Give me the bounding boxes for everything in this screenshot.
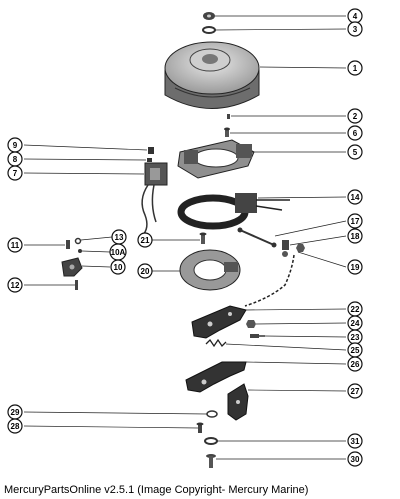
callout-number: 31 — [351, 437, 360, 446]
callout-31: 31 — [347, 433, 363, 449]
ball-joint-part — [282, 240, 289, 257]
callout-number: 6 — [353, 129, 358, 138]
key-part — [227, 114, 230, 119]
callout-number: 7 — [13, 169, 18, 178]
screw-part — [224, 127, 230, 137]
callout-5: 5 — [347, 144, 363, 160]
washer-part — [202, 26, 216, 34]
screw-part — [66, 240, 70, 249]
linkage-dashed-line — [244, 254, 295, 307]
callout-number: 18 — [351, 232, 360, 241]
callout-20: 20 — [137, 263, 153, 279]
callout-number: 4 — [353, 12, 358, 21]
retainer-plate-part — [179, 249, 241, 291]
callout-22: 22 — [347, 301, 363, 317]
callout-number: 5 — [353, 148, 358, 157]
callout-26: 26 — [347, 356, 363, 372]
leader-lines — [23, 15, 347, 460]
screw-part — [199, 232, 207, 244]
screw-part — [206, 454, 216, 468]
screw-part — [250, 334, 265, 338]
callout-10a: 10A — [109, 243, 127, 261]
callout-number: 30 — [351, 455, 360, 464]
callout-24: 24 — [347, 315, 363, 331]
image-caption: MercuryPartsOnline v2.5.1 (Image Copyrig… — [4, 484, 309, 496]
ignition-coil-part — [141, 162, 168, 237]
callout-8: 8 — [7, 151, 23, 167]
nut-part — [296, 244, 305, 252]
callout-number: 17 — [351, 217, 360, 226]
callout-number: 3 — [353, 25, 358, 34]
bracket-part — [227, 383, 249, 421]
callout-number: 23 — [351, 333, 360, 342]
callout-number: 14 — [351, 193, 360, 202]
callout-25: 25 — [347, 342, 363, 358]
callout-23: 23 — [347, 329, 363, 345]
callout-number: 29 — [11, 408, 20, 417]
callout-number: 11 — [11, 241, 20, 250]
throttle-cam-part — [191, 305, 247, 339]
callout-number: 1 — [353, 64, 358, 73]
spring-part — [205, 338, 227, 348]
callout-27: 27 — [347, 383, 363, 399]
throttle-lever-part — [185, 361, 247, 393]
callout-30: 30 — [347, 451, 363, 467]
stator-plate-part — [177, 139, 255, 179]
callout-number: 28 — [11, 422, 20, 431]
spacer-part — [78, 249, 82, 253]
washer-part — [74, 237, 82, 245]
callout-number: 22 — [351, 305, 360, 314]
callout-number: 9 — [13, 141, 18, 150]
callout-number: 12 — [11, 281, 20, 290]
callout-number: 10 — [114, 263, 123, 272]
callout-17: 17 — [347, 213, 363, 229]
callout-number: 24 — [351, 319, 360, 328]
callout-9: 9 — [7, 137, 23, 153]
callout-11: 11 — [7, 237, 23, 253]
callout-6: 6 — [347, 125, 363, 141]
callout-number: 2 — [353, 112, 358, 121]
bracket-part — [61, 257, 83, 277]
callout-18: 18 — [347, 228, 363, 244]
callout-4: 4 — [347, 8, 363, 24]
washer-part — [204, 437, 218, 445]
flywheel-part — [164, 41, 260, 109]
callout-number: 27 — [351, 387, 360, 396]
callout-12: 12 — [7, 277, 23, 293]
callout-number: 25 — [351, 346, 360, 355]
callout-number: 26 — [351, 360, 360, 369]
callout-number: 13 — [115, 233, 124, 242]
callout-number: 8 — [13, 155, 18, 164]
callout-7: 7 — [7, 165, 23, 181]
callout-number: 21 — [141, 236, 150, 245]
callout-19: 19 — [347, 259, 363, 275]
callout-13: 13 — [111, 229, 127, 245]
nut-part — [203, 12, 215, 20]
link-rod-part — [237, 227, 277, 248]
trigger-assembly-part — [177, 193, 290, 230]
callout-number: 19 — [351, 263, 360, 272]
callout-28: 28 — [7, 418, 23, 434]
clip-part — [148, 147, 154, 154]
callout-2: 2 — [347, 108, 363, 124]
callout-number: 10A — [111, 248, 126, 257]
callout-14: 14 — [347, 189, 363, 205]
callout-1: 1 — [347, 60, 363, 76]
callout-number: 20 — [141, 267, 150, 276]
callout-21: 21 — [137, 232, 153, 248]
clip-part — [147, 158, 152, 162]
washer-part — [206, 410, 218, 418]
screw-part — [196, 422, 204, 433]
pin-part — [75, 280, 78, 290]
callout-10: 10 — [110, 259, 126, 275]
nut-part — [246, 320, 256, 328]
callout-29: 29 — [7, 404, 23, 420]
callout-3: 3 — [347, 21, 363, 37]
